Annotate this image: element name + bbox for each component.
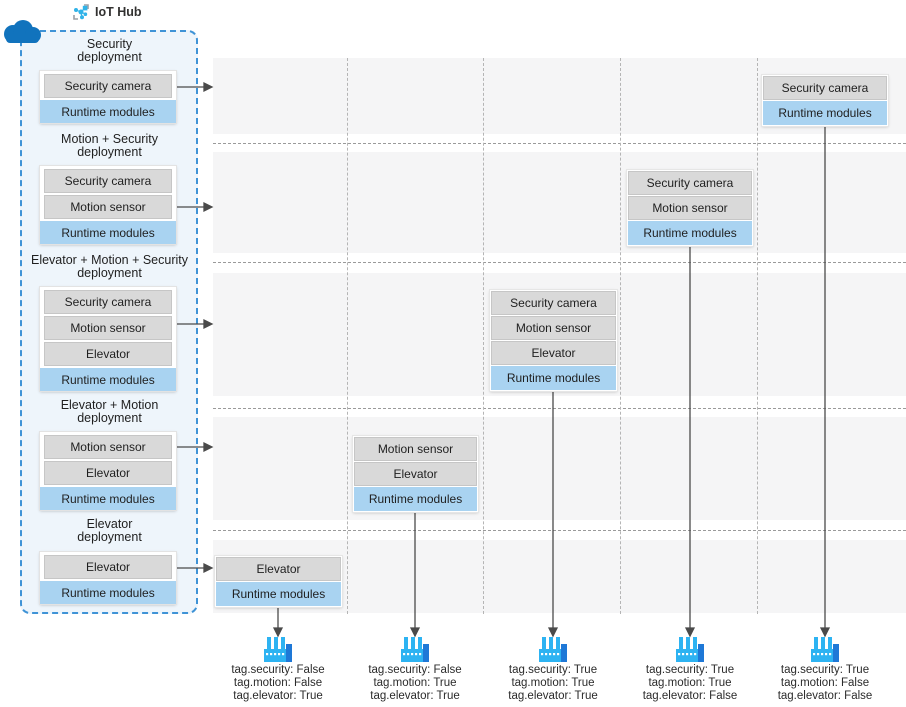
iot-hub-icon [73,4,89,20]
runtime-modules-box: Runtime modules [40,100,176,123]
module-box: Security camera [491,291,616,315]
device-tags: tag.security: True tag.motion: False tag… [750,664,900,703]
edge-stack-security: Security camera Runtime modules [762,75,888,126]
tag-line: tag.motion: True [373,677,457,689]
deployment-suffix: deployment [77,266,142,280]
module-box: Elevator [354,462,477,486]
runtime-modules-box: Runtime modules [491,366,616,390]
factory-device-icon [401,637,429,662]
edge-stack-elevator-motion-security: Security camera Motion sensor Elevator R… [490,290,617,391]
factory-device-icon [264,637,292,662]
runtime-modules-box: Runtime modules [354,487,477,511]
module-box: Security camera [44,74,172,98]
deployment-suffix: deployment [77,411,142,425]
module-box: Security camera [628,171,752,195]
iot-hub-header: IoT Hub [72,3,142,21]
row-separator [213,143,906,144]
deployment-name: Security [86,37,133,51]
deployment-name: Elevator + Motion + Security [30,253,189,267]
tag-line: tag.elevator: True [370,690,460,702]
tag-line: tag.motion: True [511,677,595,689]
deployment-stack-motion-security: Security camera Motion sensor Runtime mo… [40,166,176,244]
runtime-modules-box: Runtime modules [216,582,341,606]
row-separator [213,262,906,263]
tag-line: tag.motion: False [233,677,323,689]
tag-line: tag.security: False [368,664,462,676]
runtime-modules-box: Runtime modules [40,581,176,604]
deployment-suffix: deployment [77,530,142,544]
deployment-name: Motion + Security [61,132,158,146]
module-box: Motion sensor [628,196,752,220]
deployment-stack-security: Security camera Runtime modules [40,71,176,123]
device-tags: tag.security: True tag.motion: True tag.… [615,664,765,703]
deployment-title-motion-security: Motion + Security deployment [21,133,198,159]
tag-line: tag.elevator: True [508,690,598,702]
row-separator [213,530,906,531]
module-box: Motion sensor [44,435,172,459]
tag-line: tag.security: False [231,664,325,676]
deployment-title-elevator: Elevator deployment [21,518,198,544]
module-box: Security camera [763,76,887,100]
column-separator [483,58,484,614]
device-tags: tag.security: False tag.motion: False ta… [203,664,353,703]
factory-device-icon [539,637,567,662]
column-separator [620,58,621,614]
column-separator [347,58,348,614]
edge-stack-elevator-motion: Motion sensor Elevator Runtime modules [353,436,478,512]
row-separator [213,408,906,409]
tag-line: tag.security: True [780,664,870,676]
cloud-icon [4,20,41,43]
runtime-modules-box: Runtime modules [40,368,176,391]
device-tags: tag.security: True tag.motion: True tag.… [478,664,628,703]
factory-device-icon [676,637,704,662]
device-zone-row-4 [213,417,906,520]
deployment-suffix: deployment [77,145,142,159]
runtime-modules-box: Runtime modules [628,221,752,245]
deployment-title-elevator-motion-security: Elevator + Motion + Security deployment [21,254,198,280]
edge-stack-motion-security: Security camera Motion sensor Runtime mo… [627,170,753,246]
factory-device-icon [811,637,839,662]
tag-line: tag.elevator: False [777,690,873,702]
column-separator [757,58,758,614]
module-box: Motion sensor [44,195,172,219]
device-zone-row-2 [213,152,906,253]
deployment-title-security: Security deployment [21,38,198,64]
runtime-modules-box: Runtime modules [40,221,176,244]
tag-line: tag.elevator: True [233,690,323,702]
tag-line: tag.motion: False [780,677,870,689]
module-box: Elevator [491,341,616,365]
runtime-modules-box: Runtime modules [763,101,887,125]
module-box: Security camera [44,169,172,193]
tag-line: tag.motion: True [648,677,732,689]
deployment-stack-elevator: Elevator Runtime modules [40,552,176,604]
iot-hub-label: IoT Hub [95,5,142,19]
module-box: Elevator [216,557,341,581]
runtime-modules-box: Runtime modules [40,487,176,510]
module-box: Motion sensor [44,316,172,340]
deployment-stack-elevator-motion: Motion sensor Elevator Runtime modules [40,432,176,510]
deployment-name: Elevator [86,517,133,531]
device-tags: tag.security: False tag.motion: True tag… [340,664,490,703]
deployment-suffix: deployment [77,50,142,64]
module-box: Security camera [44,290,172,314]
edge-stack-elevator: Elevator Runtime modules [215,556,342,607]
tag-line: tag.elevator: False [642,690,738,702]
deployment-stack-elevator-motion-security: Security camera Motion sensor Elevator R… [40,287,176,391]
module-box: Motion sensor [354,437,477,461]
module-box: Elevator [44,555,172,579]
deployment-name: Elevator + Motion [60,398,159,412]
module-box: Elevator [44,342,172,366]
module-box: Motion sensor [491,316,616,340]
tag-line: tag.security: True [508,664,598,676]
module-box: Elevator [44,461,172,485]
deployment-title-elevator-motion: Elevator + Motion deployment [21,399,198,425]
tag-line: tag.security: True [645,664,735,676]
